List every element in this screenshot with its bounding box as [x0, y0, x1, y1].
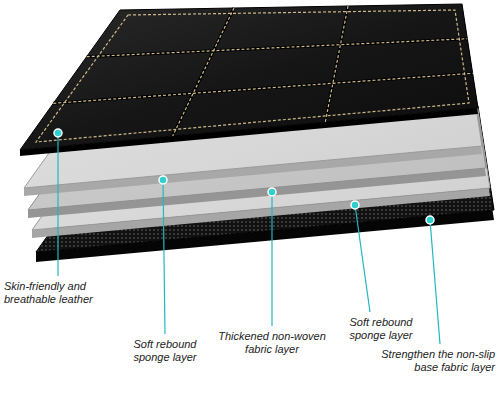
layer-label: Skin-friendly and breathable leather	[4, 280, 134, 306]
layer-label: Soft rebound sponge layer	[115, 338, 215, 364]
layer-label: Soft rebound sponge layer	[336, 316, 426, 342]
layer-label: Strengthen the non-slip base fabric laye…	[355, 348, 495, 374]
layer-label: Thickened non-woven fabric layer	[217, 330, 327, 356]
